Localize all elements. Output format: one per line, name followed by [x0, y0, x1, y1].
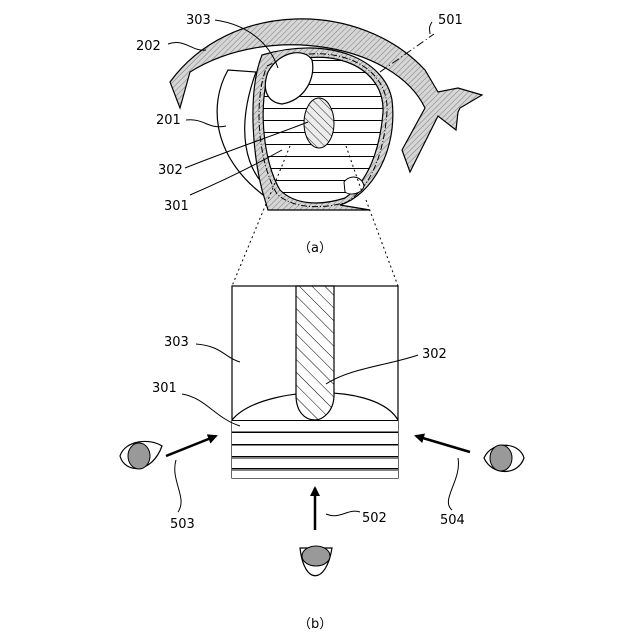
region-302b-pillar: [295, 285, 335, 421]
projection-line-right-lower: [365, 199, 399, 287]
label-301b: 301: [152, 381, 177, 396]
caption-a: （a）: [298, 241, 332, 256]
projection-line-left-lower: [231, 203, 267, 287]
leader-501: [429, 21, 433, 35]
eye-icon-right: [483, 444, 525, 472]
projection-line-right: [345, 145, 363, 193]
label-302a: 302: [158, 163, 183, 178]
arrow-503: [165, 434, 218, 458]
leader-502: [325, 510, 361, 517]
label-302b: 302: [422, 347, 447, 362]
eye-icon-left: [119, 440, 163, 470]
label-501: 501: [438, 13, 463, 28]
caption-b: （b）: [298, 617, 332, 632]
label-303b: 303: [164, 335, 189, 350]
leader-202: [167, 42, 207, 51]
label-202: 202: [136, 39, 161, 54]
eye-icon-bottom: [299, 545, 333, 577]
leader-303b: [195, 343, 241, 363]
leader-303a: [214, 19, 279, 69]
leader-201: [185, 119, 227, 128]
figure-b: 303 302 301 503 502 504 （b）: [119, 285, 525, 632]
label-503: 503: [170, 517, 195, 532]
region-301b-striped: [232, 420, 398, 478]
leader-302a: [184, 121, 309, 169]
label-303a: 303: [186, 13, 211, 28]
line-501: [379, 33, 435, 73]
label-502: 502: [362, 511, 387, 526]
arrow-504: [414, 433, 471, 454]
leader-302b: [325, 354, 419, 385]
leader-301b: [181, 393, 241, 427]
region-202-hatched-band: [169, 18, 484, 174]
figure-a: 303 501 202 201 302 301 （a）: [136, 13, 484, 287]
leader-504: [447, 457, 459, 511]
label-201: 201: [156, 113, 181, 128]
region-302-hatched-ellipse: [303, 97, 335, 149]
leader-301a: [189, 149, 283, 196]
label-301a: 301: [164, 199, 189, 214]
label-504: 504: [440, 513, 465, 528]
leader-503: [174, 459, 182, 513]
region-small-blob: [343, 176, 365, 195]
